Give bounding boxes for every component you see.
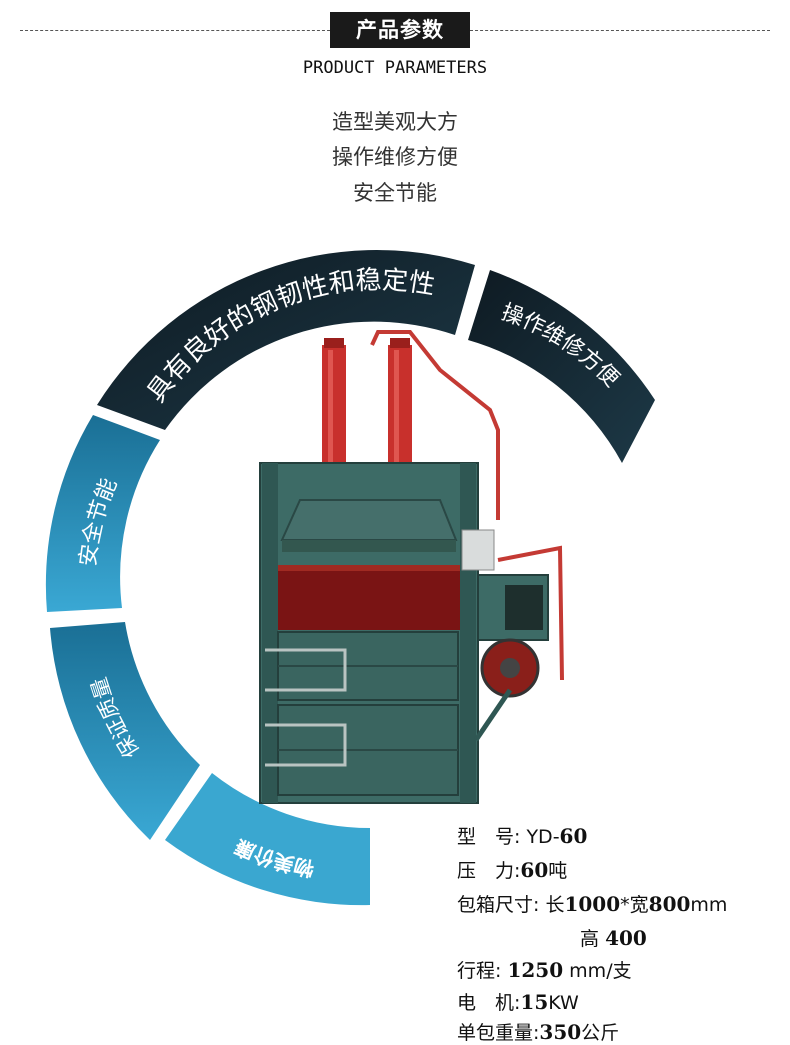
spec-motor-unit: KW <box>548 992 579 1014</box>
spec-length-value: 1000 <box>564 892 621 916</box>
spec-bale-size: 包箱尺寸: 长1000*宽800mm <box>457 890 727 917</box>
spec-stroke-value: 1250 <box>507 958 564 982</box>
spec-pressure-unit: 吨 <box>548 860 568 882</box>
spec-model-prefix: YD- <box>526 826 560 848</box>
tagline-3: 安全节能 <box>353 181 437 205</box>
baler-machine-image <box>259 330 564 804</box>
header-divider-left <box>20 30 330 31</box>
spec-stroke-unit: mm/支 <box>569 960 632 982</box>
spec-weight-value: 350 <box>539 1020 582 1044</box>
spec-weight-label: 单包重量: <box>457 1022 540 1044</box>
spec-height-value: 400 <box>605 926 647 950</box>
section-title: 产品参数 <box>330 12 470 48</box>
section-subtitle: PRODUCT PARAMETERS <box>302 58 488 78</box>
spec-height: 高 400 <box>580 924 647 951</box>
spec-pressure-label: 压 力: <box>457 860 521 882</box>
ring-segment-right <box>468 270 655 463</box>
spec-model-value: 60 <box>559 824 588 848</box>
spec-size-unit: mm <box>690 894 728 916</box>
spec-stroke: 行程: 1250 mm/支 <box>457 956 632 983</box>
spec-model-label: 型 号: <box>457 826 521 848</box>
spec-bale-label: 包箱尺寸: <box>457 894 540 916</box>
spec-motor: 电 机:15KW <box>457 988 579 1015</box>
spec-pressure: 压 力:60吨 <box>457 856 567 883</box>
ring-segment-left <box>45 415 160 612</box>
spec-length-label: 长 <box>545 894 565 916</box>
spec-motor-label: 电 机: <box>457 992 521 1014</box>
spec-height-label: 高 <box>580 928 600 950</box>
tagline-2: 操作维修方便 <box>332 145 458 169</box>
spec-weight-unit: 公斤 <box>581 1022 620 1044</box>
ring-segment-top <box>97 250 475 430</box>
ring-segment-bottom <box>165 773 370 906</box>
tagline-1: 造型美观大方 <box>332 110 458 134</box>
spec-width-label: *宽 <box>620 894 649 916</box>
spec-motor-value: 15 <box>520 990 549 1014</box>
spec-width-value: 800 <box>648 892 691 916</box>
header-divider-right <box>470 30 770 31</box>
ring-segment-lower-left <box>50 622 200 840</box>
spec-weight: 单包重量:350公斤 <box>457 1018 619 1045</box>
spec-stroke-label: 行程: <box>457 960 502 982</box>
spec-model: 型 号: YD-60 <box>457 822 587 849</box>
spec-pressure-value: 60 <box>520 858 549 882</box>
